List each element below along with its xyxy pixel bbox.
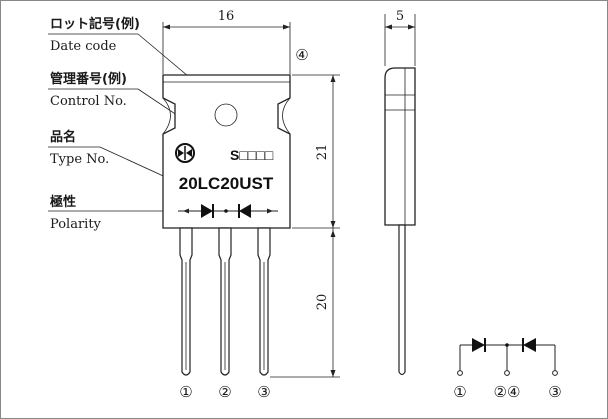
polarity-label-en: Polarity <box>50 217 102 232</box>
side-body <box>384 67 416 226</box>
date-code-label-en: Date code <box>50 39 117 54</box>
package-side-view: 5 <box>384 9 416 376</box>
side-lead <box>398 224 406 376</box>
dim-lead-length: 20 <box>315 294 330 311</box>
logo-icon <box>175 143 195 163</box>
control-no-label-en: Control No. <box>50 94 127 109</box>
date-code-value: S□□□□ <box>230 147 274 163</box>
pin-3-label: ③ <box>257 383 270 401</box>
pin-2-label: ② <box>218 383 231 401</box>
polarity-label-jp: 極性 <box>49 194 76 210</box>
leads-front <box>179 227 271 376</box>
schematic-pin-3: ③ <box>548 383 561 401</box>
circuit-schematic: ① ②④ ③ <box>453 338 562 401</box>
schematic-pin-1: ① <box>453 383 466 401</box>
left-notch <box>162 97 171 135</box>
control-no-label-jp: 管理番号(例) <box>50 71 127 87</box>
schematic-pin-24: ②④ <box>494 383 521 401</box>
polarity-symbol-package <box>178 204 278 218</box>
dim-thickness: 5 <box>396 9 404 24</box>
pin-1-label: ① <box>179 383 192 401</box>
dim-width: 16 <box>218 9 235 24</box>
package-front-view: 16 S□□□□ 20LC20UST <box>162 9 309 401</box>
type-no-label-en: Type No. <box>50 152 109 167</box>
dim-body-height: 21 <box>315 144 330 161</box>
vertical-dimensions: 21 20 <box>270 74 340 378</box>
mounting-hole <box>214 103 238 127</box>
date-code-label-jp: ロット記号(例) <box>50 16 140 32</box>
right-notch <box>282 97 291 135</box>
pin-4-label: ④ <box>295 46 308 64</box>
type-no-label-jp: 品名 <box>50 129 76 145</box>
type-number: 20LC20UST <box>179 174 274 193</box>
